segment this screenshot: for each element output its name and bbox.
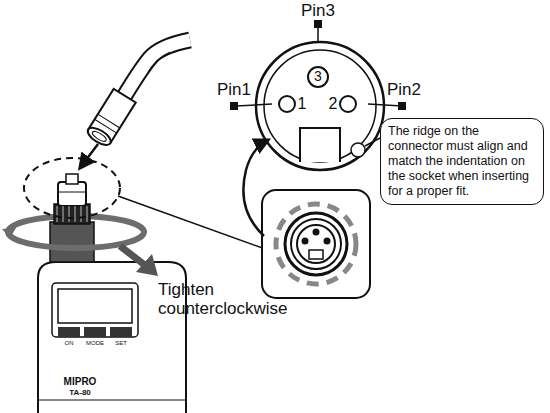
highlight-ellipse <box>24 158 120 218</box>
pin-name: Pin2 <box>387 81 421 100</box>
brand-name: MIPRO <box>64 376 97 387</box>
callout-box: The ridge on the connector must align an… <box>380 118 544 205</box>
button-label: SET <box>115 340 127 347</box>
cable-plug <box>80 40 190 168</box>
pin-name: Pin1 <box>217 81 251 100</box>
pin-number: 2 <box>329 95 338 113</box>
pin-name: Pin3 <box>301 2 335 21</box>
pin-number: 3 <box>314 69 322 84</box>
socket-closeup <box>243 140 370 298</box>
instruction-text: Tighten counterclockwise <box>158 281 286 318</box>
tighten-arrow <box>120 246 146 266</box>
model-name: TA-80 <box>69 389 91 398</box>
pin-number: 1 <box>298 95 307 113</box>
button-label: ON <box>65 340 74 347</box>
callout-text: The ridge on the connector must align an… <box>388 124 536 199</box>
button-label: MODE <box>86 340 104 347</box>
